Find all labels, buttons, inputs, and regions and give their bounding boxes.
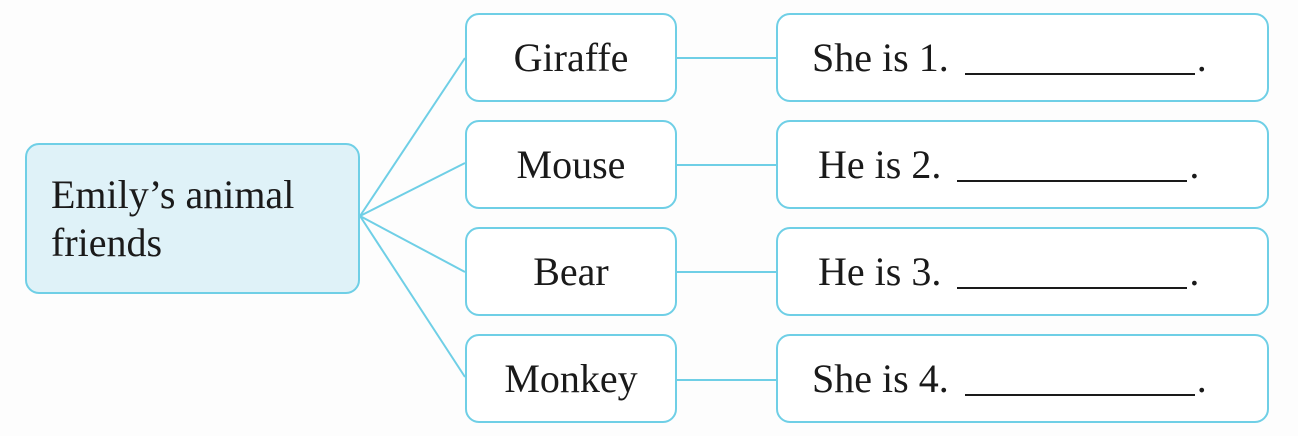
animal-node-giraffe: Giraffe [465, 13, 677, 102]
animal-label: Bear [533, 248, 609, 294]
sentence-end: . [1189, 141, 1200, 187]
sentence-pronoun: She is [812, 355, 909, 401]
connector-root-monkey [359, 215, 466, 378]
blank-number: 1. [918, 34, 949, 80]
answer-blank-3[interactable] [957, 255, 1188, 289]
answer-blank-1[interactable] [964, 41, 1195, 75]
root-label: Emily’s animal friends [51, 172, 295, 265]
animal-node-monkey: Monkey [465, 334, 677, 423]
blank-number: 4. [918, 355, 949, 401]
sentence-node-3: He is 3. . [776, 227, 1269, 316]
sentence-node-2: He is 2. . [776, 120, 1269, 209]
connector-root-giraffe [359, 57, 466, 217]
sentence-pronoun: She is [812, 34, 909, 80]
sentence-pronoun: He is [818, 248, 902, 294]
sentence-end: . [1189, 248, 1200, 294]
answer-blank-2[interactable] [957, 148, 1188, 182]
animal-label: Monkey [504, 355, 638, 401]
connector-root-bear [359, 215, 466, 273]
animal-node-mouse: Mouse [465, 120, 677, 209]
animal-label: Mouse [516, 141, 626, 187]
sentence-end: . [1196, 355, 1207, 401]
connector-root-mouse [359, 162, 466, 217]
sentence-node-1: She is 1. . [776, 13, 1269, 102]
blank-number: 3. [911, 248, 942, 294]
animal-label: Giraffe [513, 34, 629, 80]
root-node: Emily’s animal friends [25, 143, 360, 294]
answer-blank-4[interactable] [964, 362, 1195, 396]
sentence-node-4: She is 4. . [776, 334, 1269, 423]
blank-number: 2. [911, 141, 942, 187]
sentence-end: . [1196, 34, 1207, 80]
sentence-pronoun: He is [818, 141, 902, 187]
animal-node-bear: Bear [465, 227, 677, 316]
